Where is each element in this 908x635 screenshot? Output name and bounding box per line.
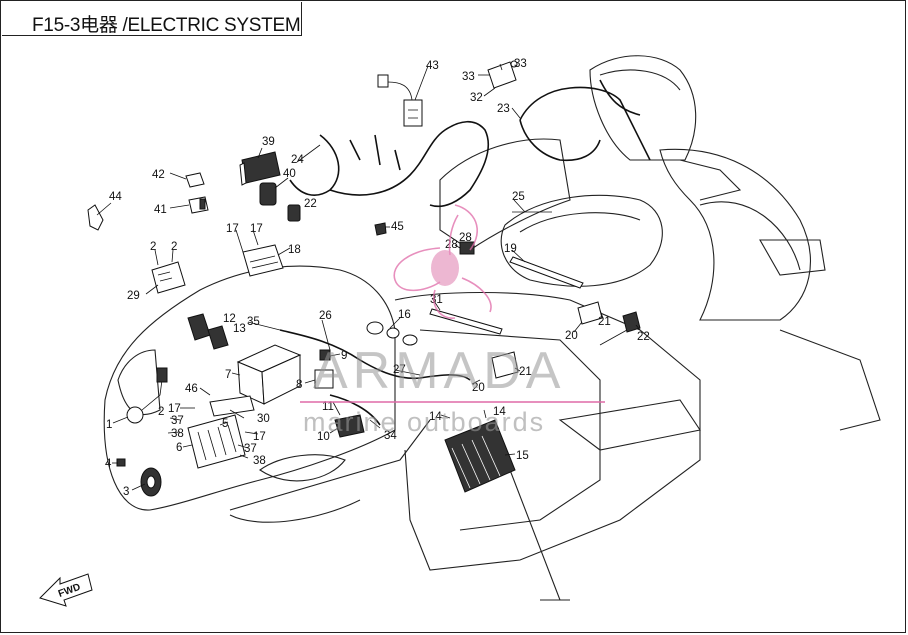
- callout-label: 41: [154, 204, 167, 216]
- callout-label: 17: [250, 223, 263, 235]
- flasher-unit: [242, 244, 284, 277]
- callout-label: 14: [493, 406, 506, 418]
- callout-label: 27: [393, 364, 406, 376]
- callout-label: 15: [516, 450, 529, 462]
- callout-label: 4: [105, 458, 112, 470]
- callout-label: 17: [168, 403, 181, 415]
- callout-label: 38: [253, 455, 266, 467]
- callout-label: 33: [514, 58, 527, 70]
- regulator-10: [334, 414, 365, 438]
- wiring-harness: [279, 79, 651, 426]
- callout-label: 14: [429, 411, 442, 423]
- callout-label: 2: [158, 406, 164, 418]
- watermark-logo-icon: [300, 204, 605, 403]
- battery-bracket: [209, 395, 255, 417]
- callout-label: 38: [171, 428, 184, 440]
- callout-label: 21: [598, 316, 611, 328]
- connector-9: [319, 349, 331, 361]
- battery: [236, 344, 302, 405]
- callout-label: 17: [253, 431, 266, 443]
- callout-label: 29: [127, 290, 140, 302]
- callout-label: 31: [430, 294, 443, 306]
- callout-label: 37: [171, 415, 184, 427]
- callout-label: 16: [398, 309, 411, 321]
- callout-label: 40: [283, 168, 296, 180]
- callout-label: 7: [225, 369, 231, 381]
- callout-label: 43: [426, 60, 439, 72]
- callout-label: 30: [257, 413, 270, 425]
- callout-label: 37: [244, 443, 257, 455]
- callout-label: 22: [304, 198, 317, 210]
- title-box: F15-3电器 /ELECTRIC SYSTEM: [2, 2, 302, 36]
- callout-label: 2: [150, 241, 156, 253]
- ecu-module: [239, 151, 281, 186]
- callout-label: 28: [445, 239, 458, 251]
- callout-label: 12: [223, 313, 236, 325]
- sensor-22-upper: [287, 204, 301, 222]
- bolt-4: [116, 458, 126, 467]
- callout-label: 20: [472, 382, 485, 394]
- callout-label: 24: [291, 154, 304, 166]
- callout-label: 13: [233, 323, 246, 335]
- callout-label: 3: [123, 486, 129, 498]
- relay-41: [188, 196, 209, 214]
- callout-label: 46: [185, 383, 198, 395]
- callout-label: 22: [637, 331, 650, 343]
- vehicle-body-outline: [103, 55, 881, 601]
- brake-switch-lower: [491, 351, 519, 379]
- callout-label: 39: [262, 136, 275, 148]
- callout-label: 21: [519, 366, 532, 378]
- front-sensor: [126, 367, 168, 424]
- callout-label: 5: [222, 418, 228, 430]
- watermark-tagline: marine outboards: [303, 407, 546, 437]
- horn: [140, 467, 162, 497]
- callout-label: 10: [317, 431, 330, 443]
- callout-label: 8: [296, 379, 302, 391]
- callout-label: 44: [109, 191, 122, 203]
- voltage-regulator: [444, 419, 516, 493]
- watermark-brand: ARMADA: [313, 342, 566, 400]
- mounting-bracket: [87, 204, 104, 231]
- callout-label: 17: [226, 223, 239, 235]
- callout-label: 20: [565, 330, 578, 342]
- sensor-22-lower: [599, 311, 641, 346]
- callout-label: 33: [462, 71, 475, 83]
- fuse-box: [187, 414, 246, 469]
- callout-label: 23: [497, 103, 510, 115]
- callout-label: 2: [171, 241, 177, 253]
- rod-19: [509, 256, 584, 289]
- relay-42: [185, 172, 205, 188]
- callout-label: 6: [176, 442, 182, 454]
- leader-lines: [96, 63, 641, 491]
- rod-31: [429, 308, 503, 335]
- switch-set: [366, 321, 418, 346]
- brake-switch-upper: [577, 301, 603, 325]
- fwd-arrow-icon: FWD: [39, 573, 93, 607]
- callout-label: 26: [319, 310, 332, 322]
- callout-label: 18: [288, 244, 301, 256]
- callout-label: 34: [384, 430, 397, 442]
- callout-label: 28: [459, 232, 472, 244]
- callout-label: 45: [391, 221, 404, 233]
- tail-light-connector: [487, 60, 518, 89]
- handlebar-switch: [187, 313, 229, 350]
- callout-label: 25: [512, 191, 525, 203]
- callout-label: 19: [504, 243, 517, 255]
- callout-label: 11: [322, 401, 334, 413]
- callout-numbers: 1 2 2 2 3 4 5 6 7 8 9 10 11 12 13 14 14 …: [105, 58, 650, 498]
- diagnostic-connector: [259, 182, 277, 206]
- starter-relay: [314, 369, 334, 389]
- callout-label: 1: [106, 419, 112, 431]
- callout-label: 9: [341, 350, 347, 362]
- clip-45: [374, 222, 387, 236]
- relay-block: [151, 261, 186, 294]
- callout-label: 42: [152, 169, 165, 181]
- page-title: F15-3电器 /ELECTRIC SYSTEM: [32, 15, 301, 36]
- callout-label: 32: [470, 92, 483, 104]
- callout-label: 35: [247, 316, 260, 328]
- headlight-connector: [377, 74, 423, 127]
